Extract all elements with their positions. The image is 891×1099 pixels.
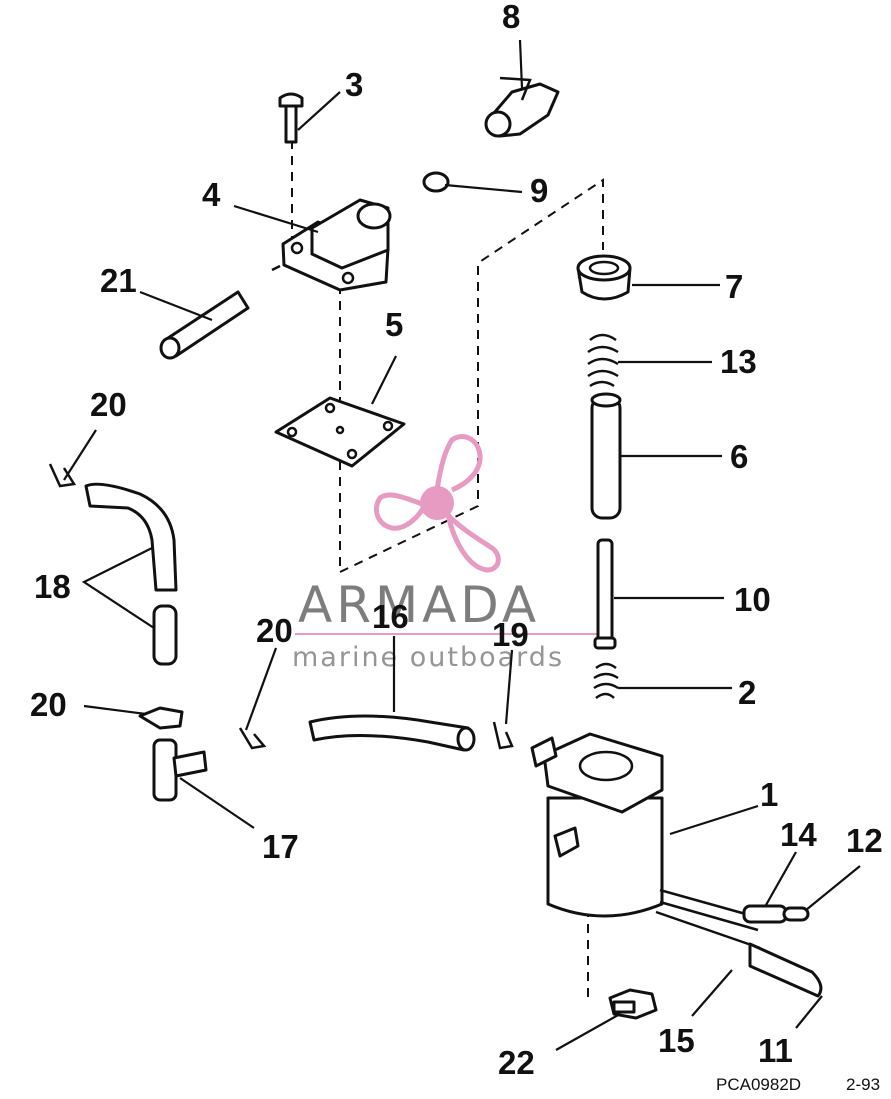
watermark-tagline: marine outboards: [292, 642, 564, 673]
callout-5: 5: [385, 306, 403, 343]
part-7-cap: [576, 254, 632, 301]
leader-lines: [63, 39, 861, 1051]
part-20-clip-top: [48, 463, 77, 488]
watermark-brand: ARMADA: [298, 576, 540, 634]
callout-20-middle: 20: [256, 612, 293, 649]
part-13-spring: [587, 333, 619, 388]
part-20-clip-low: [238, 727, 267, 750]
callout-9: 9: [530, 172, 548, 209]
figure-code: PCA0982D: [716, 1075, 801, 1094]
callout-1: 1: [760, 776, 778, 813]
part-16-hose: [308, 714, 476, 752]
propeller-logo-icon: [374, 434, 501, 573]
part-22-bolt: [608, 988, 658, 1020]
callout-14: 14: [780, 816, 817, 853]
callout-3: 3: [345, 66, 363, 103]
callout-11: 11: [758, 1032, 793, 1069]
callout-19: 19: [492, 616, 529, 653]
part-6-sleeve: [590, 392, 622, 520]
callout-20-top: 20: [90, 386, 127, 423]
part-18-hose: [84, 482, 178, 666]
callout-15: 15: [658, 1022, 695, 1059]
callout-22: 22: [498, 1044, 535, 1081]
part-5-diaphragm: [274, 396, 406, 468]
part-15-wire: [748, 942, 823, 998]
callout-12: 12: [846, 822, 883, 859]
callout-10: 10: [734, 581, 771, 618]
callout-20-lower: 20: [30, 686, 67, 723]
callout-18: 18: [34, 568, 71, 605]
callout-2: 2: [738, 674, 756, 711]
callout-16: 16: [372, 598, 409, 635]
part-10-plunger: [593, 538, 617, 650]
part-14-connector: [742, 904, 810, 924]
part-8-elbow: [484, 76, 560, 138]
callout-6: 6: [730, 438, 748, 475]
callout-21: 21: [100, 262, 137, 299]
callout-7: 7: [725, 268, 743, 305]
callout-4: 4: [202, 176, 221, 213]
part-3-screw: [278, 92, 304, 144]
part-2-spring: [593, 662, 619, 700]
part-21-hose: [159, 290, 250, 360]
callout-13: 13: [720, 343, 757, 380]
part-4-cover: [271, 198, 392, 292]
armada-watermark: ARMADA marine outboards: [292, 434, 598, 673]
page-number: 2-93: [846, 1075, 880, 1094]
part-20-clip-mid: [138, 706, 184, 730]
part-9-o-ring: [422, 171, 450, 193]
callout-8: 8: [502, 0, 520, 35]
part-1-solenoid: [530, 732, 761, 950]
callouts: 1 2 3 4 5 6 7 8 9 10 11 12 13 14 15 16 1…: [30, 0, 883, 1081]
part-19-clip: [492, 721, 514, 750]
part-17-tee: [152, 738, 208, 802]
callout-17: 17: [262, 828, 299, 865]
